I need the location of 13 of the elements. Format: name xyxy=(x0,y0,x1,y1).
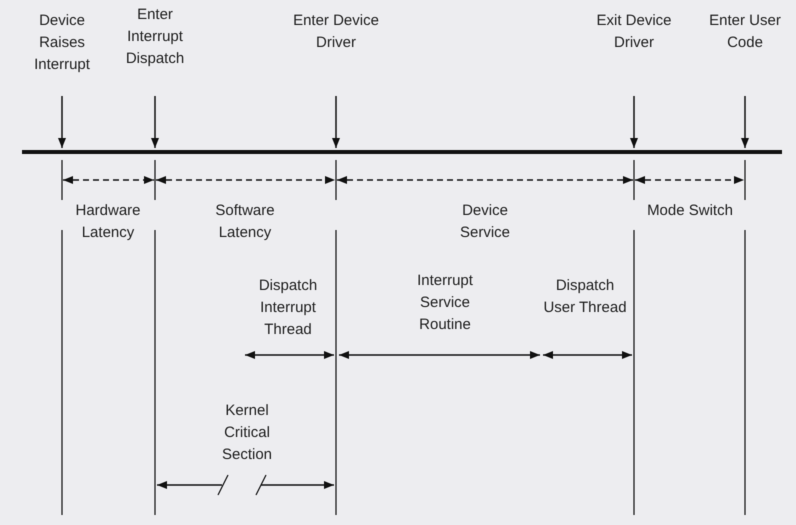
event-label: Enter Interrupt Dispatch xyxy=(124,5,186,69)
event-label: Exit Device Driver xyxy=(595,11,673,53)
interval-label: Device Service xyxy=(458,201,512,243)
interval-label: Kernel Critical Section xyxy=(220,401,274,465)
interval-label: Mode Switch xyxy=(647,201,733,221)
interval-label: Dispatch User Thread xyxy=(542,276,628,318)
interval-label: Interrupt Service Routine xyxy=(416,271,474,335)
event-label: Enter Device Driver xyxy=(293,11,379,53)
interval-label: Dispatch Interrupt Thread xyxy=(258,276,318,340)
event-label: Device Raises Interrupt xyxy=(33,11,91,75)
event-label: Enter User Code xyxy=(708,11,782,53)
interval-label: Software Latency xyxy=(214,201,276,243)
interval-label: Hardware Latency xyxy=(74,201,142,243)
